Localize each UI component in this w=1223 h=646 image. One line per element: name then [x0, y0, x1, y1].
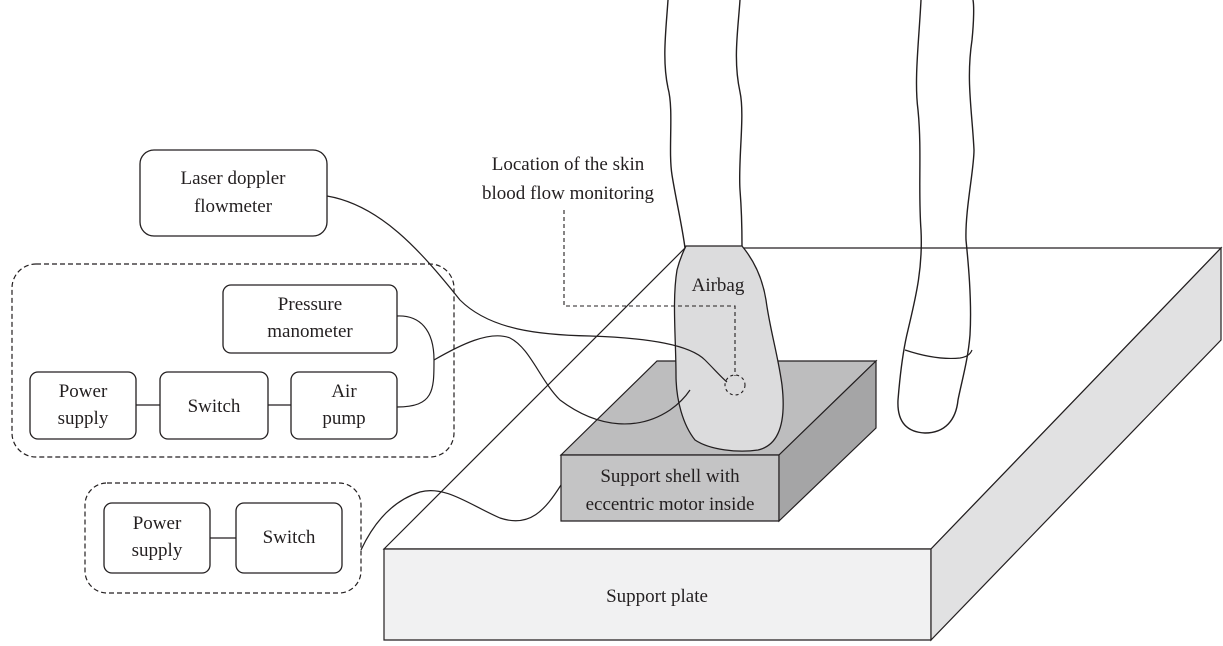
monitoring-location-label-line2: blood flow monitoring: [482, 183, 655, 204]
power-supply-top-label-line2: supply: [58, 408, 109, 429]
cables: [326, 195, 728, 551]
laser-doppler-label-line2: flowmeter: [194, 196, 273, 217]
pressure-manometer-box: [222, 284, 398, 354]
switch-top-label: Switch: [188, 396, 241, 417]
air-pump-label-line2: pump: [322, 408, 365, 429]
air-pump-label-line1: Air: [331, 381, 357, 402]
support-plate-side: [930, 246, 1222, 642]
left-leg-outline: [664, 0, 686, 249]
support-plate-label: Support plate: [606, 586, 708, 607]
airbag-control-group: Pressure manometer Power supply Switch A…: [11, 263, 455, 458]
pressure-manometer-label-line2: manometer: [267, 321, 353, 342]
laser-doppler-label-line1: Laser doppler: [181, 168, 287, 189]
monitoring-point-marker: [724, 374, 746, 396]
right-leg: [897, 0, 975, 434]
monitoring-leader-line: [563, 210, 736, 376]
power-supply-bottom-label-line1: Power: [133, 513, 182, 534]
airbag-control-dashed-frame: [11, 263, 455, 458]
monitoring-location: Location of the skin blood flow monitori…: [482, 154, 736, 376]
left-leg: Airbag: [664, 0, 784, 452]
pressure-manometer-label-line1: Pressure: [278, 294, 342, 315]
manometer-pump-tube: [396, 315, 435, 408]
monitoring-location-label-line1: Location of the skin: [492, 154, 645, 175]
support-shell-side: [778, 359, 877, 523]
support-shell-label-line1: Support shell with: [600, 466, 740, 487]
laser-doppler-probe-cable: [326, 195, 728, 383]
right-leg-ankle-line: [904, 349, 973, 360]
left-leg-outline-inner: [735, 0, 743, 247]
motor-power-cable: [360, 484, 562, 551]
airbag: [673, 245, 784, 452]
support-shell-label-line2: eccentric motor inside: [586, 494, 755, 515]
air-pump-airbag-tube: [433, 335, 691, 425]
right-leg-outline: [897, 0, 975, 434]
power-supply-bottom-label-line2: supply: [132, 540, 183, 561]
motor-control-group: Power supply Switch: [84, 482, 362, 594]
switch-bottom-label: Switch: [263, 527, 316, 548]
laser-doppler-box: [139, 149, 328, 237]
laser-doppler-flowmeter: Laser doppler flowmeter: [139, 149, 328, 237]
motor-control-dashed-frame: [84, 482, 362, 594]
power-supply-top-label-line1: Power: [59, 381, 108, 402]
airbag-label: Airbag: [692, 275, 745, 296]
